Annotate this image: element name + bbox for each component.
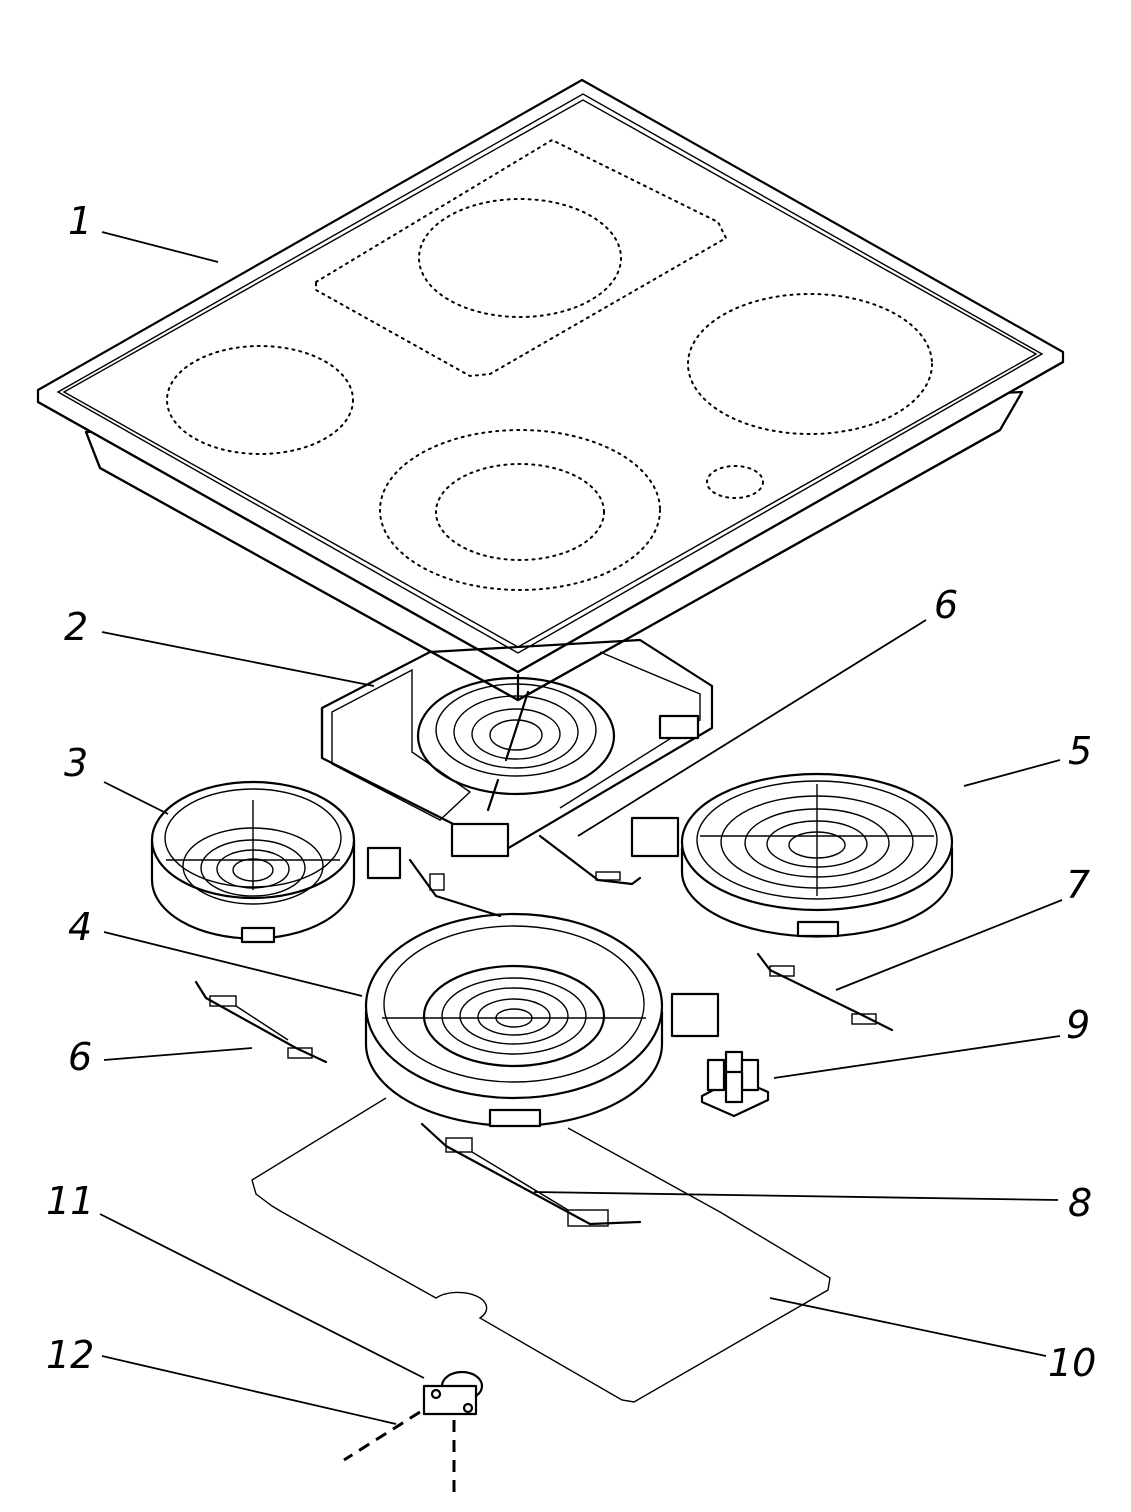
terminal-connector-block-part [700, 1050, 770, 1118]
dual-radiant-element-part [364, 912, 720, 1128]
mounting-bracket-small [408, 858, 502, 918]
mounting-screw-axis-12 [343, 1410, 456, 1494]
callout-2: 2 [64, 605, 88, 649]
mounting-bracket-8 [420, 1122, 642, 1227]
heating-element-tray-part [320, 638, 714, 858]
callout-7: 7 [1066, 863, 1090, 907]
mounting-bracket-7 [756, 952, 894, 1032]
callout-9: 9 [1066, 1003, 1090, 1047]
small-radiant-element-part [150, 780, 402, 944]
callout-5: 5 [1068, 729, 1092, 773]
callout-3: 3 [64, 741, 88, 785]
callout-1: 1 [68, 199, 92, 243]
callout-labels: 1 2 3 4 5 6 6 7 8 9 10 11 12 [46, 199, 1096, 1385]
insulation-base-plate-part [251, 1097, 831, 1403]
callout-11: 11 [46, 1179, 94, 1223]
callout-12: 12 [46, 1333, 94, 1377]
glass-cooktop-part [36, 78, 1065, 702]
mounting-bracket-6-upper [538, 834, 642, 886]
large-radiant-element-part [630, 772, 954, 938]
callout-10: 10 [1048, 1341, 1096, 1385]
limit-switch-part [422, 1370, 484, 1416]
mounting-bracket-6-lower [194, 980, 328, 1064]
callout-8: 8 [1068, 1181, 1092, 1225]
callout-6-upper: 6 [934, 583, 958, 627]
callout-4: 4 [68, 905, 92, 949]
leader-lines [99, 231, 1063, 1425]
callout-6-lower: 6 [68, 1035, 92, 1079]
